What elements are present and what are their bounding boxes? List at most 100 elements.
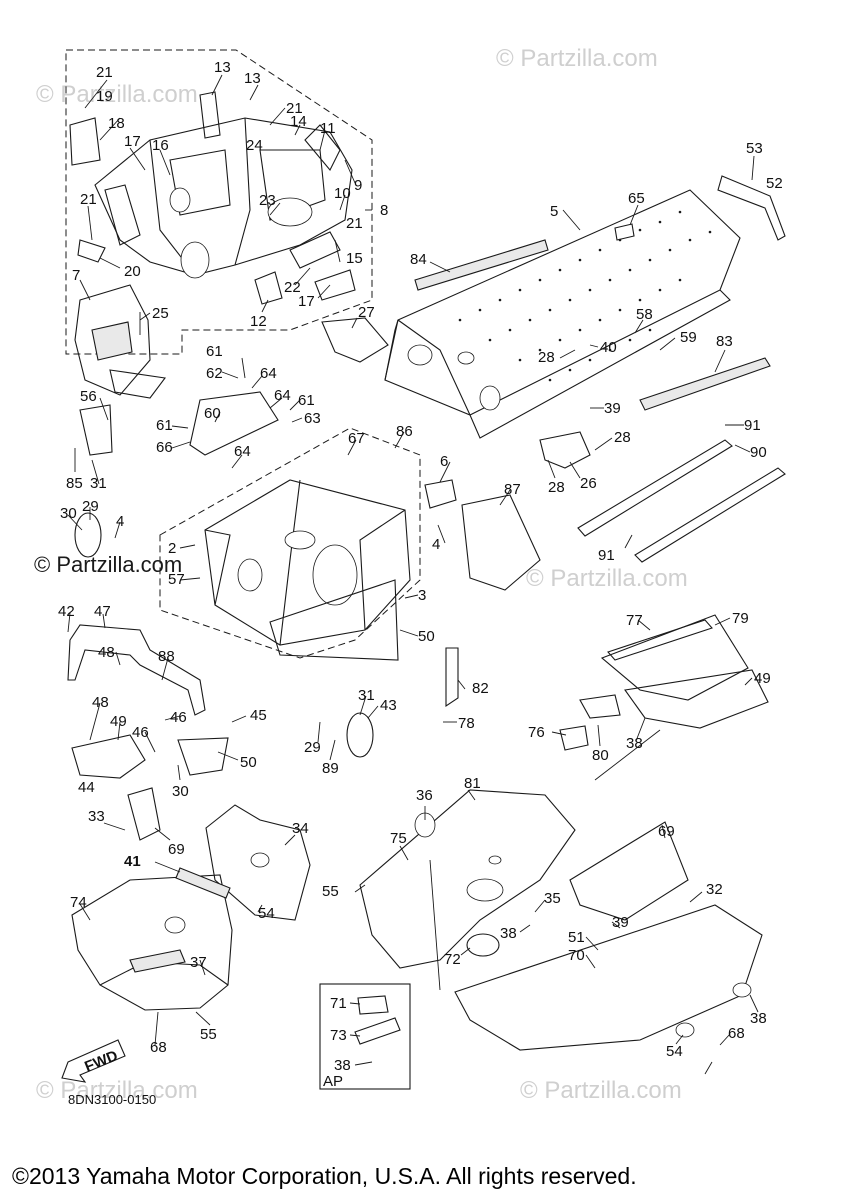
panel-81 bbox=[569, 821, 689, 921]
callout: 64 bbox=[234, 443, 251, 460]
callout: 48 bbox=[92, 694, 109, 711]
inset-label: AP bbox=[323, 1073, 343, 1090]
fwd-label: FWD bbox=[82, 1047, 120, 1076]
rear-bracket bbox=[717, 175, 786, 241]
callout: 11 bbox=[320, 120, 336, 137]
callout: 43 bbox=[380, 697, 397, 714]
callout: 41 bbox=[124, 853, 141, 870]
callout: 4 bbox=[432, 536, 440, 553]
callout: 67 bbox=[348, 430, 365, 447]
callout: 72 bbox=[444, 951, 461, 968]
callout: 20 bbox=[124, 263, 141, 280]
callout: 84 bbox=[410, 251, 427, 268]
callout: 79 bbox=[732, 610, 749, 627]
callout: 61 bbox=[156, 417, 173, 434]
callout: 83 bbox=[716, 333, 733, 350]
callout: 6 bbox=[440, 453, 448, 470]
bracket-6 bbox=[461, 494, 541, 591]
callout: 30 bbox=[172, 783, 189, 800]
tunnel bbox=[384, 189, 741, 439]
watermark: © Partzilla.com bbox=[520, 1077, 682, 1104]
callout: 86 bbox=[396, 423, 413, 440]
callout: 9 bbox=[354, 177, 362, 194]
callout: 3 bbox=[418, 587, 426, 604]
callout: 53 bbox=[746, 140, 763, 157]
callout: 36 bbox=[416, 787, 433, 804]
callout: 39 bbox=[604, 400, 621, 417]
callout: 57 bbox=[168, 571, 185, 588]
callout: 63 bbox=[304, 410, 321, 427]
callout: 64 bbox=[274, 387, 291, 404]
strip-34 bbox=[175, 867, 231, 899]
callout: 66 bbox=[156, 439, 173, 456]
callout: 21 bbox=[96, 64, 113, 81]
callout: 69 bbox=[168, 841, 185, 858]
callout: 8 bbox=[380, 202, 388, 219]
post-88 bbox=[445, 647, 459, 708]
callout: 16 bbox=[152, 137, 169, 154]
gasket-30 bbox=[74, 512, 102, 558]
callout: 25 bbox=[152, 305, 169, 322]
bracket-26 bbox=[539, 431, 591, 469]
callout: 48 bbox=[98, 644, 115, 661]
callout: 19 bbox=[96, 88, 113, 105]
rails bbox=[577, 439, 786, 563]
callout: 75 bbox=[390, 830, 407, 847]
upper-shields bbox=[559, 614, 769, 751]
fwd-arrow bbox=[61, 1039, 126, 1083]
callout: 52 bbox=[766, 175, 783, 192]
callout: 17 bbox=[298, 293, 315, 310]
callout: 38 bbox=[500, 925, 517, 942]
callout: 54 bbox=[258, 905, 275, 922]
callout: 89 bbox=[322, 760, 339, 777]
callout: 44 bbox=[78, 779, 95, 796]
callout: 14 bbox=[290, 113, 307, 130]
callout: 51 bbox=[568, 929, 585, 946]
callout: 90 bbox=[750, 444, 767, 461]
copyright-footer: ©2013 Yamaha Motor Corporation, U.S.A. A… bbox=[12, 1163, 637, 1189]
callout: 56 bbox=[80, 388, 97, 405]
callout: 5 bbox=[550, 203, 558, 220]
callout: 15 bbox=[346, 250, 363, 267]
callout: 35 bbox=[544, 890, 561, 907]
callout: 37 bbox=[190, 954, 207, 971]
callout: 2 bbox=[168, 540, 176, 557]
callout: 85 bbox=[66, 475, 83, 492]
callout: 78 bbox=[458, 715, 475, 732]
upper-front-frame bbox=[69, 91, 356, 305]
callout: 27 bbox=[358, 304, 375, 321]
callout: 38 bbox=[334, 1057, 351, 1074]
callout: 24 bbox=[246, 137, 263, 154]
callout: 68 bbox=[728, 1025, 745, 1042]
callout: 60 bbox=[204, 405, 221, 422]
callout: 13 bbox=[214, 59, 231, 76]
callout: 10 bbox=[334, 185, 351, 202]
grommet-70 bbox=[466, 933, 500, 957]
bracket-85 bbox=[79, 404, 113, 456]
front-bracket bbox=[74, 284, 166, 399]
skid-plate-35 bbox=[454, 904, 763, 1051]
drawing-code: 8DN3100-0150 bbox=[68, 1092, 156, 1107]
callout: 28 bbox=[614, 429, 631, 446]
callout: 4 bbox=[116, 513, 124, 530]
callout: 38 bbox=[626, 735, 643, 752]
callout: 26 bbox=[580, 475, 597, 492]
inset-box bbox=[319, 983, 411, 1090]
callout: 33 bbox=[88, 808, 105, 825]
callout: 61 bbox=[206, 343, 223, 360]
bracket-44 bbox=[177, 737, 229, 776]
bracket-33 bbox=[127, 787, 161, 841]
callout: 18 bbox=[108, 115, 125, 132]
callout: 80 bbox=[592, 747, 609, 764]
callout: 46 bbox=[170, 709, 187, 726]
callout: 91 bbox=[744, 417, 761, 434]
callout: 49 bbox=[110, 713, 127, 730]
callout: 68 bbox=[150, 1039, 167, 1056]
watermark: © Partzilla.com bbox=[36, 81, 198, 108]
middle-frame bbox=[189, 391, 411, 661]
bracket-27 bbox=[321, 317, 389, 363]
bracket-56 bbox=[424, 479, 457, 509]
callout: 77 bbox=[626, 612, 643, 629]
callout: 12 bbox=[250, 313, 267, 330]
